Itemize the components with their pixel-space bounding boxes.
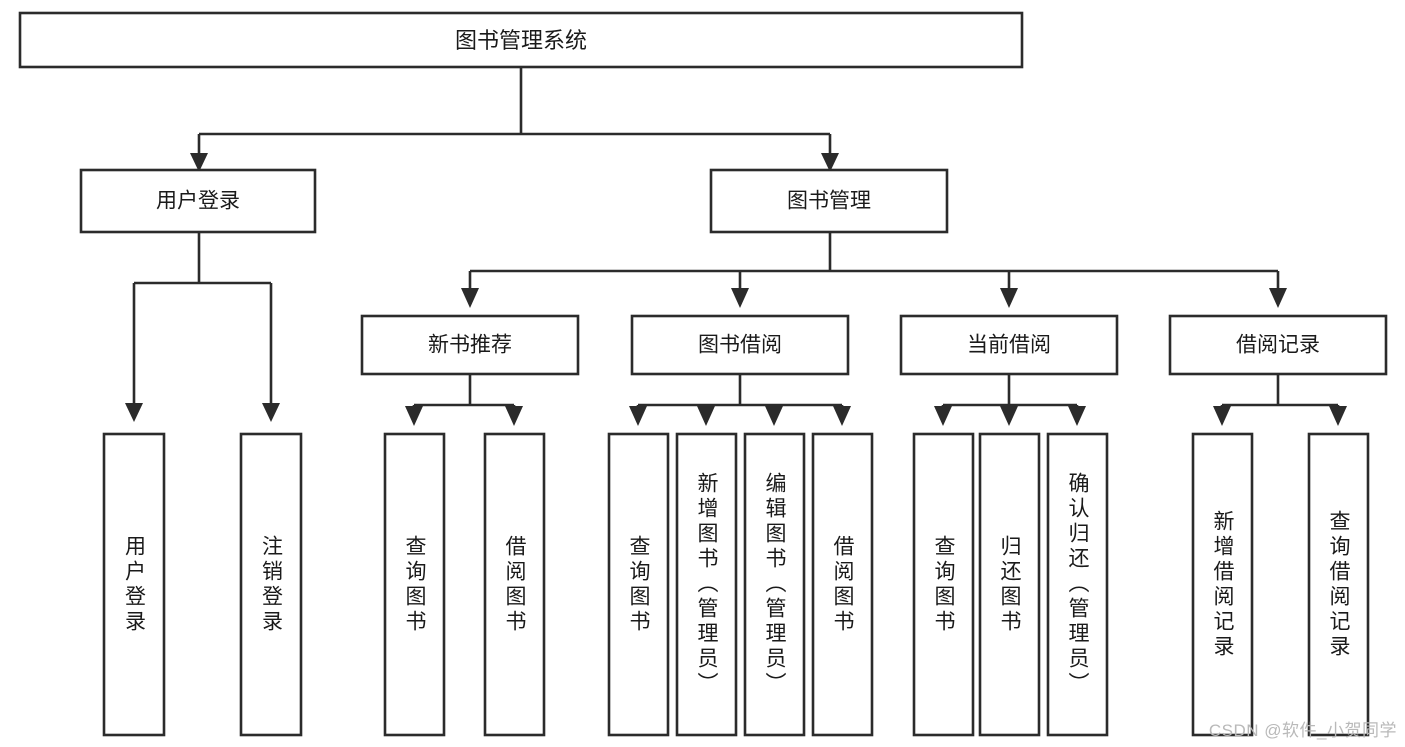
node-book-manage[interactable]: 图书管理 (709, 168, 949, 234)
node-leaf-edit-book-box[interactable] (743, 432, 806, 737)
node-new-book-rec-label: 新书推荐 (428, 334, 512, 357)
node-current-borrow-box[interactable] (899, 314, 1119, 376)
arrowhead-leaf-user-logout (262, 403, 280, 422)
node-leaf-query-book-3-box[interactable] (912, 432, 975, 737)
connector-book-manage-bus (468, 232, 1280, 290)
node-book-borrow-box[interactable] (630, 314, 850, 376)
node-leaf-query-book-2-box[interactable] (607, 432, 670, 737)
connector-new-book-rec-bus (412, 374, 516, 418)
node-new-book-rec-box[interactable] (360, 314, 580, 376)
arrowhead-borrow-record (1269, 288, 1287, 308)
node-root[interactable]: 图书管理系统 (18, 11, 1024, 69)
node-new-book-rec[interactable]: 新书推荐 (360, 314, 580, 376)
arrowhead-user-login (190, 153, 208, 172)
node-leaf-return-book-box[interactable] (978, 432, 1041, 737)
arrowhead-leaf-add-record (1213, 406, 1231, 426)
arrowhead-book-manage (821, 153, 839, 172)
node-leaf-borrow-book-1-box[interactable] (483, 432, 546, 737)
node-book-borrow[interactable]: 图书借阅 (630, 314, 850, 376)
node-leaf-query-book-1-box[interactable] (383, 432, 446, 737)
node-borrow-record[interactable]: 借阅记录 (1168, 314, 1388, 376)
node-book-manage-label: 图书管理 (787, 190, 871, 213)
connector-root-bus (197, 67, 832, 155)
node-leaf-borrow-book-2-box[interactable] (811, 432, 874, 737)
node-current-borrow-label: 当前借阅 (967, 334, 1051, 357)
connector-group (125, 67, 1347, 426)
arrowhead-leaf-borrow-book-2 (833, 406, 851, 426)
arrowhead-leaf-query-record (1329, 406, 1347, 426)
arrowhead-leaf-query-book-1 (405, 406, 423, 426)
arrowhead-leaf-borrow-book-1 (505, 406, 523, 426)
connector-book-borrow-bus (636, 374, 844, 418)
node-book-borrow-label: 图书借阅 (698, 334, 782, 357)
arrowhead-leaf-edit-book (765, 406, 783, 426)
arrowhead-leaf-confirm-return (1068, 406, 1086, 426)
node-leaf-user-logout-box[interactable] (239, 432, 303, 737)
node-leaf-add-book-box[interactable] (675, 432, 738, 737)
node-book-manage-box[interactable] (709, 168, 949, 234)
connector-borrow-record-bus (1220, 374, 1340, 418)
arrowhead-current-borrow (1000, 288, 1018, 308)
node-user-login-box[interactable] (79, 168, 317, 234)
node-leaf-add-record-box[interactable] (1191, 432, 1254, 737)
node-leaf-user-login-box[interactable] (102, 432, 166, 737)
connector-user-login-bus (132, 232, 273, 405)
arrowhead-new-book-rec (461, 288, 479, 308)
arrowhead-leaf-user-login (125, 403, 143, 422)
arrowhead-leaf-return-book (1000, 406, 1018, 426)
watermark-text: CSDN @软件_小贺同学 (1208, 721, 1397, 740)
node-user-login[interactable]: 用户登录 (79, 168, 317, 234)
node-root-box[interactable] (18, 11, 1024, 69)
node-user-login-label: 用户登录 (156, 190, 240, 213)
arrowhead-book-borrow (731, 288, 749, 308)
arrowhead-leaf-add-book (697, 406, 715, 426)
node-borrow-record-label: 借阅记录 (1236, 334, 1320, 357)
node-leaf-confirm-return-box[interactable] (1046, 432, 1109, 737)
node-borrow-record-box[interactable] (1168, 314, 1388, 376)
arrowhead-leaf-query-book-3 (934, 406, 952, 426)
node-leaf-query-record-box[interactable] (1307, 432, 1370, 737)
node-root-label: 图书管理系统 (455, 28, 587, 53)
node-current-borrow[interactable]: 当前借阅 (899, 314, 1119, 376)
arrowhead-leaf-query-book-2 (629, 406, 647, 426)
